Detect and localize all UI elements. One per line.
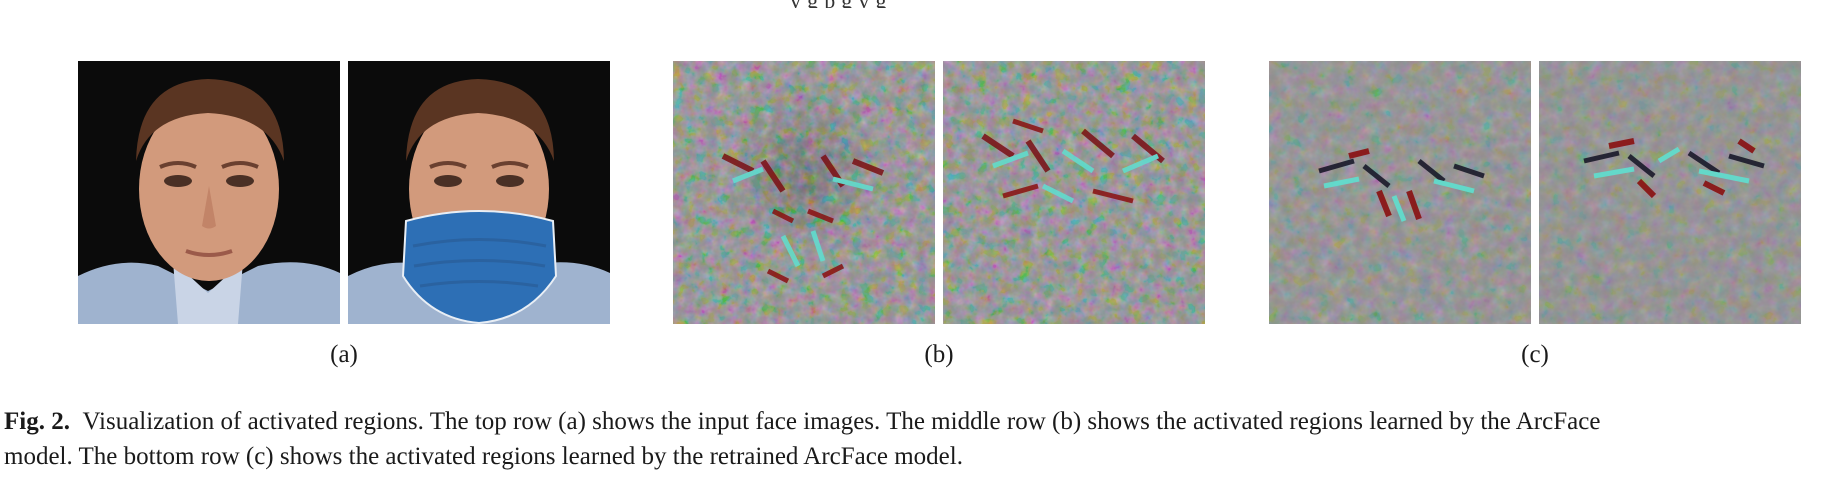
- figure-label: Fig. 2.: [4, 408, 70, 435]
- activation-map-c-original: [1269, 61, 1531, 324]
- clipped-text-line: y g p g y g: [0, 0, 1831, 8]
- activation-map-b-original: [673, 61, 935, 324]
- figure-caption: Fig. 2. Visualization of activated regio…: [4, 404, 1831, 474]
- face-image-original: [78, 61, 340, 324]
- face-image-masked: [348, 61, 610, 324]
- subfigure-label-c: (c): [1521, 341, 1549, 368]
- caption-text: Visualization of activated regions. The …: [82, 408, 1601, 435]
- activation-map-c-masked: [1539, 61, 1801, 324]
- activation-map-b-masked: [943, 61, 1205, 324]
- subfigure-label-a: (a): [330, 341, 358, 368]
- subfigure-label-b: (b): [924, 341, 954, 368]
- caption-text-continued: model. The bottom row (c) shows the acti…: [4, 443, 963, 470]
- face-mask-icon: [401, 210, 558, 324]
